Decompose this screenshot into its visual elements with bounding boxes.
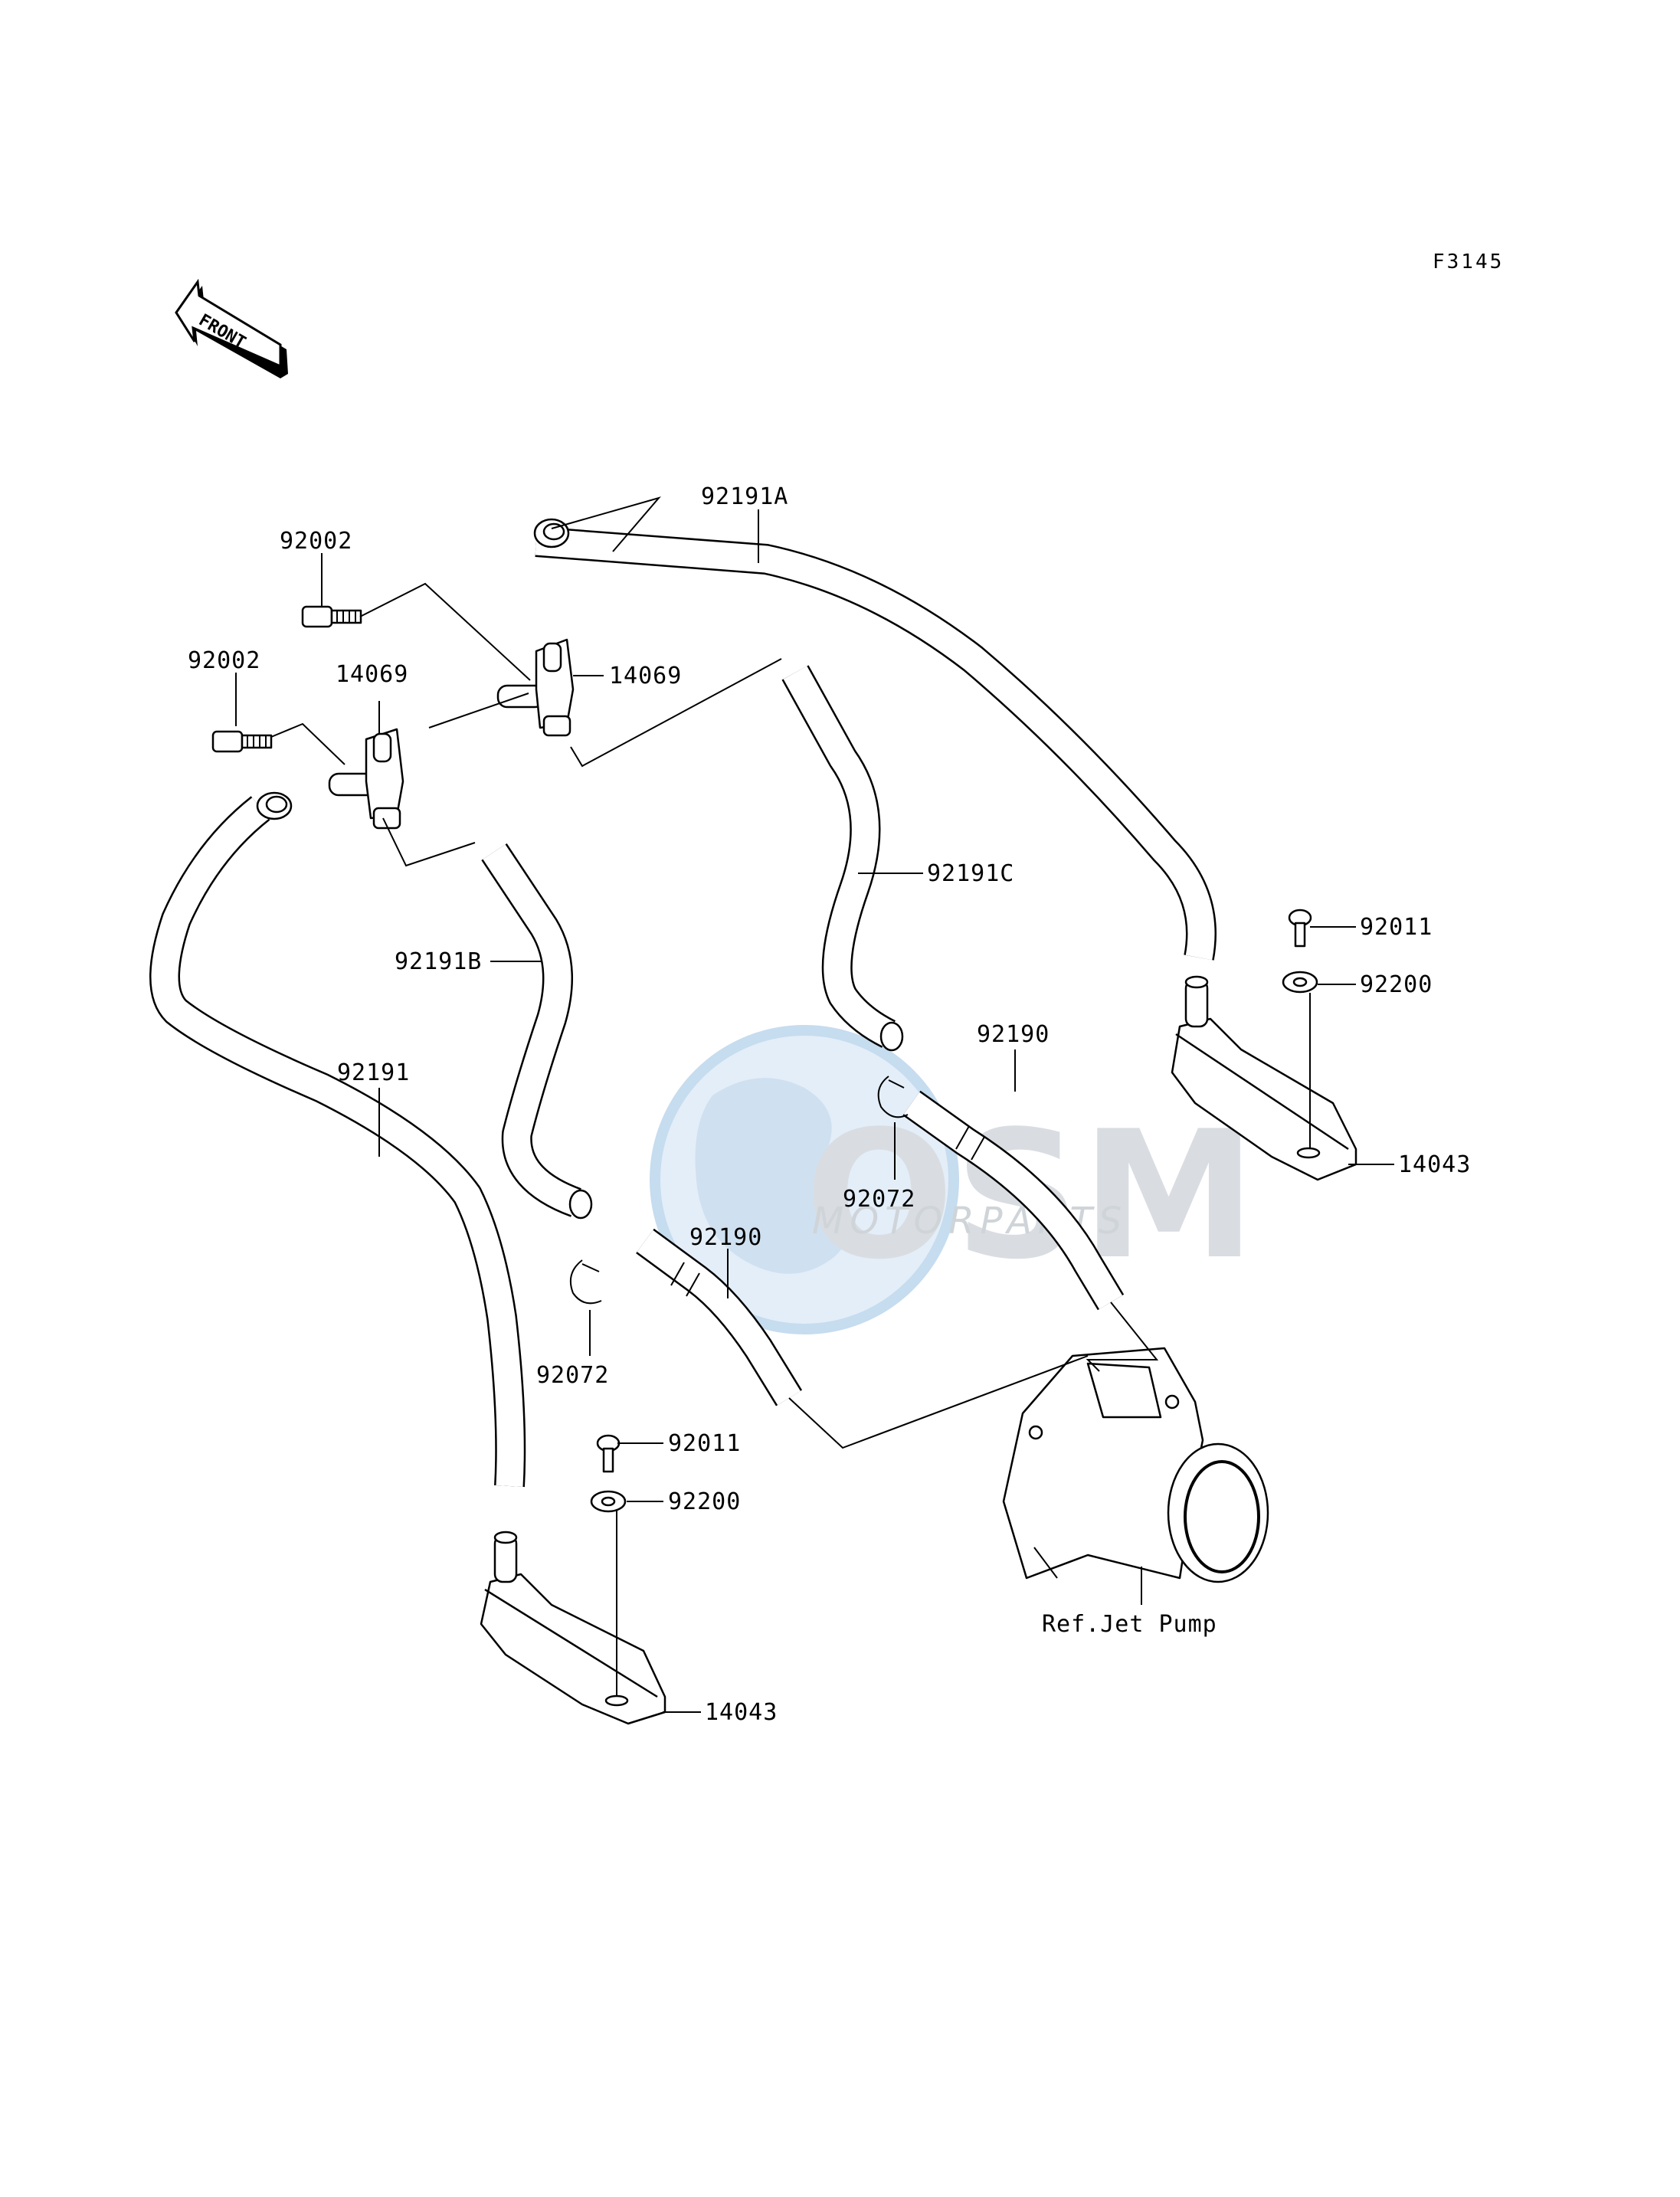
screw-92011-left (596, 1434, 621, 1473)
label-92191: 92191 (337, 1059, 410, 1086)
bolt-92002-lower (211, 730, 273, 753)
hose-92191B (481, 843, 593, 1220)
washer-92200-right (1282, 971, 1318, 994)
watermark: OSM MOTORPARTS (650, 1025, 1256, 1334)
label-92190-right: 92190 (977, 1021, 1050, 1048)
washer-92200-left (590, 1490, 627, 1513)
label-92072-left: 92072 (536, 1362, 609, 1389)
label-92002-top: 92002 (280, 528, 352, 555)
bolt-92002-upper (301, 605, 362, 628)
label-ref-jet-pump: Ref.Jet Pump (1042, 1611, 1217, 1638)
label-92191C: 92191C (927, 860, 1014, 887)
hose-92190-left (636, 1228, 803, 1406)
part-labels: 92191A 92002 92002 14069 14069 92191C 92… (188, 483, 1471, 1726)
diagram-code: F3145 (1433, 250, 1504, 273)
label-14069-right: 14069 (609, 663, 682, 689)
jet-pump (1002, 1347, 1269, 1583)
label-14043-left: 14043 (705, 1699, 778, 1726)
label-92200-right: 92200 (1360, 971, 1433, 998)
fitting-14069-upper (496, 638, 575, 737)
hose-92191A (533, 518, 1217, 961)
label-92200-left: 92200 (668, 1488, 741, 1515)
label-92072-mid: 92072 (843, 1186, 915, 1213)
clamp-92072-left (570, 1259, 602, 1305)
clamp-92072-mid (877, 1076, 909, 1118)
leader-lines (235, 496, 1394, 1713)
watermark-continent-shape (695, 1078, 853, 1274)
label-92011-left: 92011 (668, 1430, 741, 1457)
label-92011-right: 92011 (1360, 914, 1433, 941)
label-92191A: 92191A (701, 483, 788, 510)
label-92002-left: 92002 (188, 647, 260, 674)
label-14043-right: 14043 (1398, 1151, 1471, 1178)
intake-14043-left (480, 1531, 666, 1725)
front-arrow-icon: FRONT (175, 278, 288, 378)
hose-92191 (149, 791, 526, 1488)
label-92190-left: 92190 (689, 1224, 762, 1251)
label-14069-left: 14069 (336, 661, 408, 688)
fitting-14069-lower (328, 728, 404, 830)
hose-92191C (781, 665, 904, 1052)
label-92191B: 92191B (395, 948, 482, 975)
screw-92011-right (1288, 909, 1312, 948)
hose-92190-right (902, 1090, 1125, 1311)
